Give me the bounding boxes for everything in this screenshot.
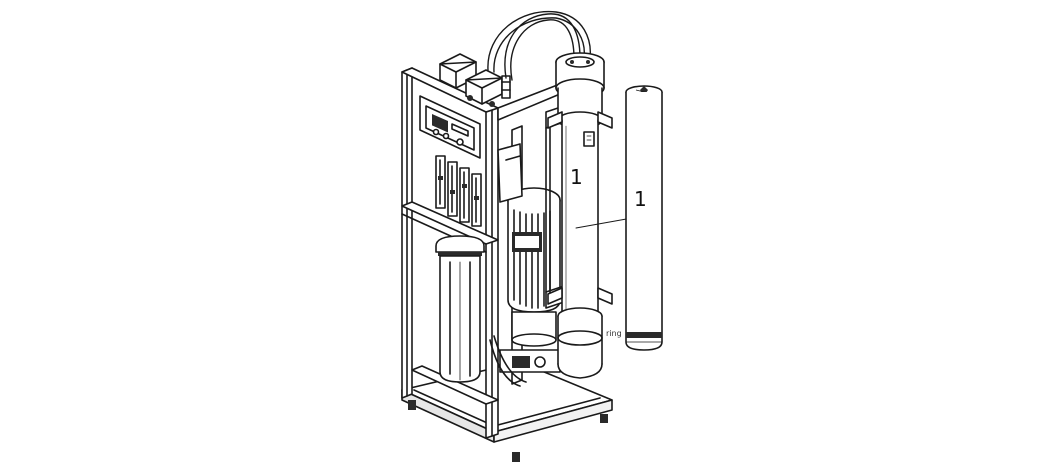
frame-upright-left xyxy=(401,67,413,399)
prefilter-housing xyxy=(435,235,485,383)
pump-motor xyxy=(497,143,561,313)
solenoid-valves xyxy=(439,53,511,107)
membrane-callout-number: 1 xyxy=(634,187,647,211)
membrane-ring xyxy=(626,332,662,338)
hoses xyxy=(487,10,591,81)
vessel-callout-number: 1 xyxy=(570,165,583,189)
ring-label: ring xyxy=(606,329,622,338)
frame-upright-front xyxy=(485,107,499,439)
flow-meters xyxy=(435,155,482,227)
frame-low-bar xyxy=(411,365,499,405)
reverse-osmosis-unit-icon xyxy=(401,10,633,462)
leader-line xyxy=(575,217,633,229)
membrane-cartridge-icon xyxy=(625,85,663,351)
pressure-vessel xyxy=(547,52,613,379)
pump-fittings xyxy=(489,311,561,387)
control-panel xyxy=(419,95,481,159)
